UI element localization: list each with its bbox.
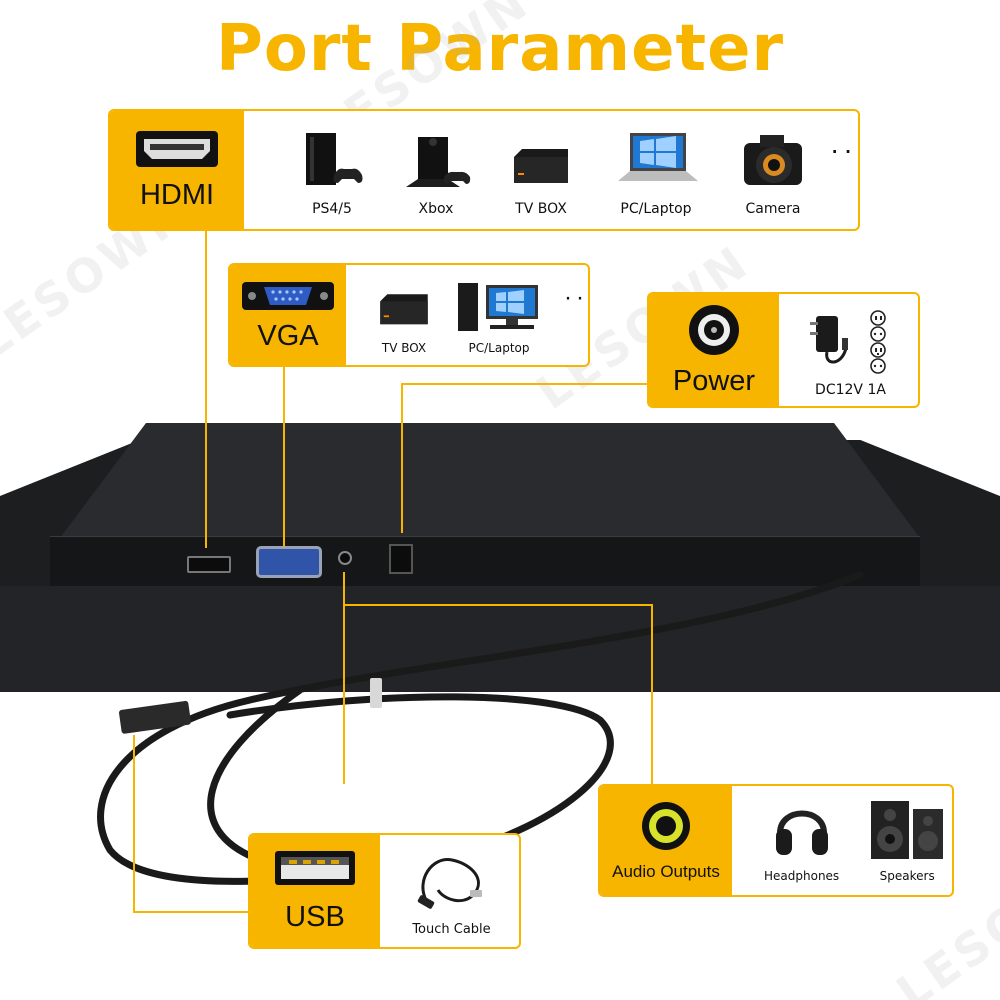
hdmi-device-tvbox: TV BOX [508, 111, 574, 229]
power-callout: Power DC12V 1A [647, 292, 920, 408]
hdmi-device-ps: PS4/5 [300, 111, 364, 229]
speakers-icon [871, 801, 944, 859]
hdmi-tag: HDMI [110, 111, 244, 229]
hdmi-port [187, 556, 231, 573]
usb-cable-icon [417, 858, 482, 909]
audio-label: Audio Outputs [612, 861, 720, 881]
headphones-icon [775, 810, 828, 855]
camera-icon [744, 135, 802, 185]
vga-port-icon [242, 281, 334, 310]
power-adapter-icon [809, 310, 886, 374]
hdmi-device-laptop: PC/Laptop [610, 111, 702, 229]
usb-label: USB [285, 900, 345, 933]
more-devices-indicator: ··· [564, 284, 588, 311]
audio-jack-icon [642, 801, 690, 850]
audio-callout: Audio Outputs Headphones Speakers [598, 784, 954, 897]
audio-device-headphones: Headphones [764, 786, 839, 895]
power-port [389, 544, 413, 574]
laptop-icon [618, 133, 698, 181]
page-title: Port Parameter [215, 12, 785, 86]
power-label: Power [672, 364, 756, 397]
audio-leader-line [343, 604, 653, 784]
vga-leader-line [283, 367, 285, 547]
usb-callout: USB Touch Cable [248, 833, 521, 949]
hdmi-port-icon [136, 130, 218, 167]
vga-tag: VGA [230, 265, 346, 365]
usb-tag: USB [250, 835, 380, 947]
desktop-pc-icon [458, 283, 538, 331]
vga-callout: VGA TV BOX PC/Laptop ··· [228, 263, 590, 367]
hdmi-device-camera: Camera [738, 111, 808, 229]
vga-port [256, 546, 322, 578]
usb-port-icon [275, 850, 355, 885]
hdmi-leader-line [205, 230, 207, 548]
console-icon [306, 133, 363, 185]
tv-box-icon [514, 149, 568, 183]
hdmi-callout: HDMI PS4/5 Xbox TV [108, 109, 860, 231]
tv-box-icon [380, 294, 428, 325]
monitor-rear-panel [60, 423, 920, 538]
monitor-base [0, 586, 1000, 692]
hdmi-device-xbox: Xbox [400, 111, 472, 229]
power-tag: Power [649, 294, 779, 406]
audio-leader-line [343, 572, 653, 784]
xbox-icon [406, 137, 471, 187]
audio-device-speakers: Speakers [867, 786, 947, 895]
audio-port [338, 551, 352, 565]
vga-device-tvbox: TV BOX [374, 265, 434, 365]
power-device-adapter: DC12V 1A [806, 294, 896, 406]
usb-device-touch-cable: Touch Cable [412, 835, 492, 947]
vga-label: VGA [257, 319, 319, 352]
power-leader-line [401, 383, 648, 533]
hdmi-label: HDMI [139, 178, 215, 211]
audio-tag: Audio Outputs [600, 786, 732, 895]
vga-device-pc: PC/Laptop [456, 265, 542, 365]
dc-jack-icon [689, 304, 739, 355]
more-devices-indicator: ··· [830, 134, 858, 165]
usb-leader-line [133, 735, 251, 913]
